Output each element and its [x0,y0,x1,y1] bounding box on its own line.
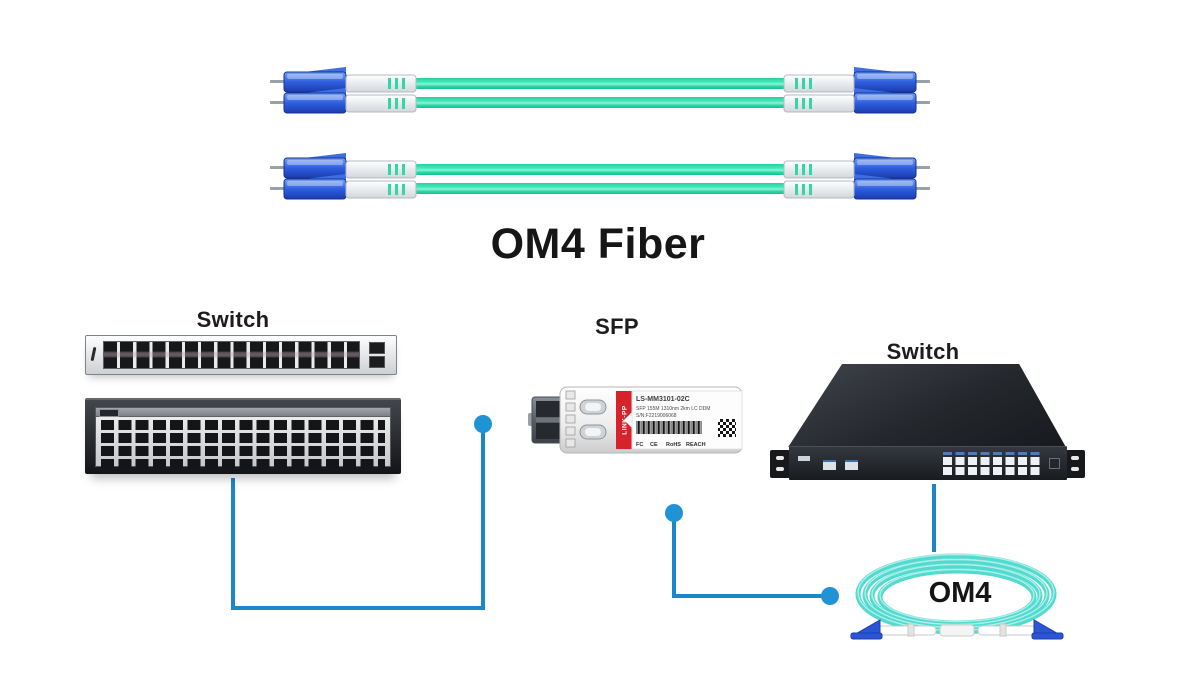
ce-mark: CE [650,442,658,448]
sfp-spec-label: LS-MM3101-02C SFP 155M 1310nm 2km LC DDM… [631,390,743,450]
sfp-label: SFP [595,314,639,339]
sfp-brand-band: LINK-PP [616,391,632,449]
right-switch-label: Switch [886,339,960,364]
rohs-mark: RoHS [666,442,681,448]
lc-connector-icon [783,66,931,114]
left-switch-label: Switch [196,307,270,332]
sfp-serial-text: S/N:F2219006068 [636,413,677,419]
brand-chip [99,409,119,417]
port-row [101,459,385,469]
ear-hole [1071,456,1079,460]
port-row [943,457,1043,465]
ear-hole [776,467,784,471]
coil-lc-connector-icon [1031,619,1064,640]
rack-ear-left [770,450,790,478]
link-sfp-to-coil [672,517,826,598]
console-port [823,460,836,470]
lc-connector-icon [783,152,931,200]
left-switch-2u [85,398,401,474]
om4-cable-coil: OM4 [850,553,1064,640]
lc-connector-icon [269,66,417,114]
faceplate-topbar [96,408,390,417]
fiber-cable-2 [269,152,931,200]
uplink-ports [365,342,387,368]
coil-label: OM4 [929,577,992,609]
left-switch-1u [85,335,397,375]
chassis-mark [90,346,97,362]
sfp-brand-text: LINK-PP [622,405,629,435]
uplink-port [369,342,385,354]
port-row [943,467,1043,475]
ear-hole [776,456,784,460]
port-row [101,446,385,456]
sfp-spec-text: SFP 155M 1310nm 2km LC DDM [636,406,710,412]
right-switch-top-panel [788,364,1066,447]
connection-node-icon [821,587,839,605]
connection-node-icon [665,504,683,522]
rack-ear-right [1065,450,1085,478]
fc-mark: FC [636,442,643,448]
coil-boots [877,623,1037,637]
port-row [101,433,385,443]
right-switch-front-panel [789,446,1067,480]
qr-code-icon [718,419,736,437]
barcode-icon [636,421,702,434]
switch-faceplate [95,407,391,469]
fiber-strands [412,164,788,194]
ear-hole [1071,467,1079,471]
port-leds [943,452,1043,455]
uplink-port [369,356,385,368]
reset-button [1049,458,1060,469]
port-row [103,341,360,369]
diagram-title: OM4 Fiber [490,220,706,268]
sfp-connector-nose [528,396,565,444]
sfp-model-text: LS-MM3101-02C [636,396,690,403]
sfp-housing-holes [565,390,576,448]
console-port [845,460,858,470]
compliance-marks: FC CE RoHS REACH [636,442,706,448]
reach-mark: REACH [686,442,706,448]
lc-connector-icon [269,152,417,200]
sfp-transceiver: LINK-PP LS-MM3101-02C SFP 155M 1310nm 2k… [528,386,743,454]
model-chip [798,456,810,461]
coil-lc-connector-icon [850,619,883,640]
sfp-lc-slots [579,399,607,440]
fiber-strands [412,78,788,108]
connection-node-icon [474,415,492,433]
port-row [101,420,385,430]
fiber-cable-1 [269,66,931,114]
